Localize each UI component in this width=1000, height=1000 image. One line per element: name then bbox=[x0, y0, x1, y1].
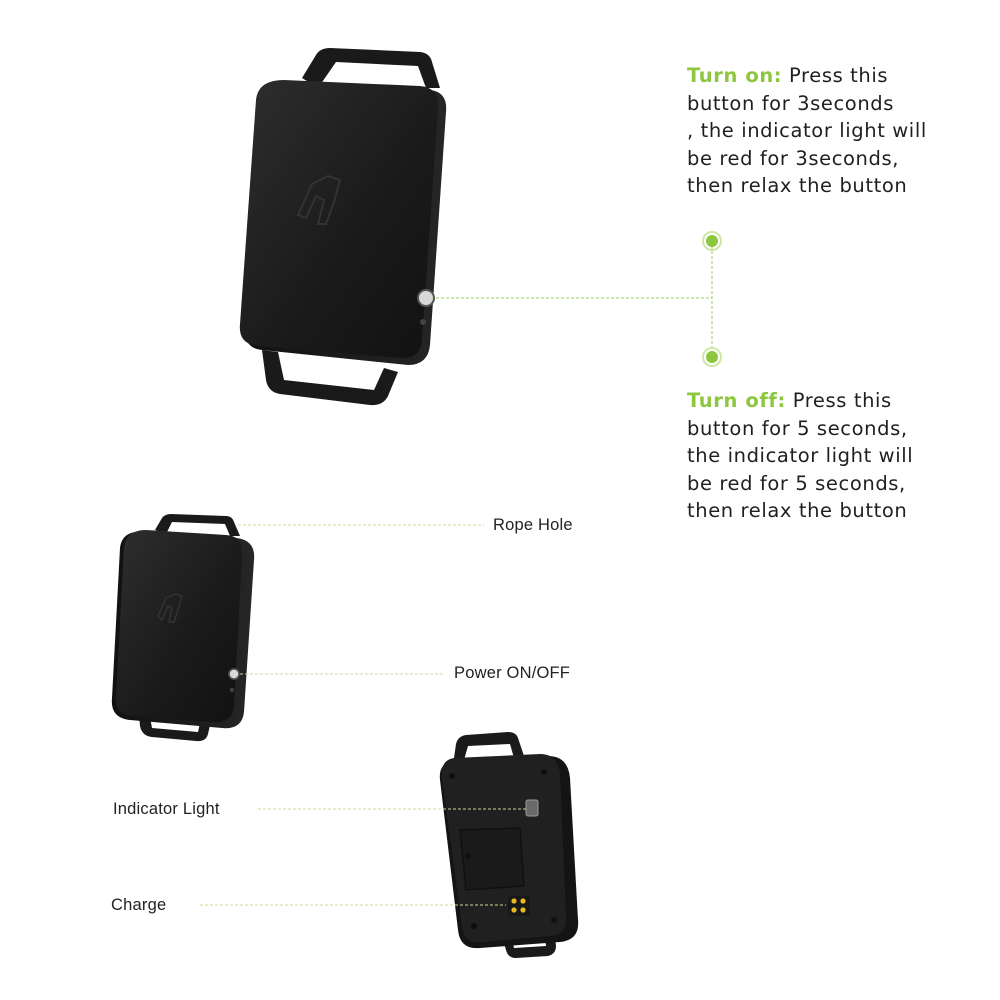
power-label: Power ON/OFF bbox=[454, 664, 571, 682]
side-view-device bbox=[111, 514, 255, 742]
charge-pins bbox=[508, 896, 530, 916]
turn-on-line-4: be red for 3seconds, bbox=[687, 146, 900, 170]
back-view-device bbox=[439, 732, 579, 958]
turn-on-instructions: Turn on: Press this button for 3seconds … bbox=[687, 62, 987, 200]
callout-dot-bottom bbox=[706, 351, 718, 363]
callout-dot-top bbox=[706, 235, 718, 247]
turn-on-line-5: then relax the button bbox=[687, 174, 908, 197]
turn-on-heading: Turn on: bbox=[687, 64, 783, 87]
indicator-light-marker bbox=[525, 799, 539, 817]
turn-off-line-3: the indicator light will bbox=[687, 444, 914, 467]
turn-off-heading: Turn off: bbox=[687, 389, 786, 412]
indicator-light-label: Indicator Light bbox=[113, 800, 220, 818]
power-button-marker bbox=[417, 289, 435, 307]
large-tracker-device bbox=[239, 48, 447, 406]
turn-off-line-2: button for 5 seconds, bbox=[687, 416, 908, 440]
turn-off-instructions: Turn off: Press this button for 5 second… bbox=[687, 387, 987, 525]
turn-off-line-4: be red for 5 seconds, bbox=[687, 471, 906, 495]
turn-on-line-1: Press this bbox=[782, 64, 889, 87]
rope-hole-label: Rope Hole bbox=[493, 516, 573, 534]
turn-off-line-5: then relax the button bbox=[687, 499, 908, 522]
back-callout-lines bbox=[200, 808, 526, 906]
turn-off-line-1: Press this bbox=[785, 389, 892, 412]
charge-label: Charge bbox=[111, 896, 167, 914]
turn-on-line-3: , the indicator light will bbox=[687, 119, 927, 142]
turn-on-line-2: button for 3seconds bbox=[687, 91, 895, 115]
side-callout-lines bbox=[238, 524, 484, 675]
power-callout-lines bbox=[436, 241, 713, 357]
